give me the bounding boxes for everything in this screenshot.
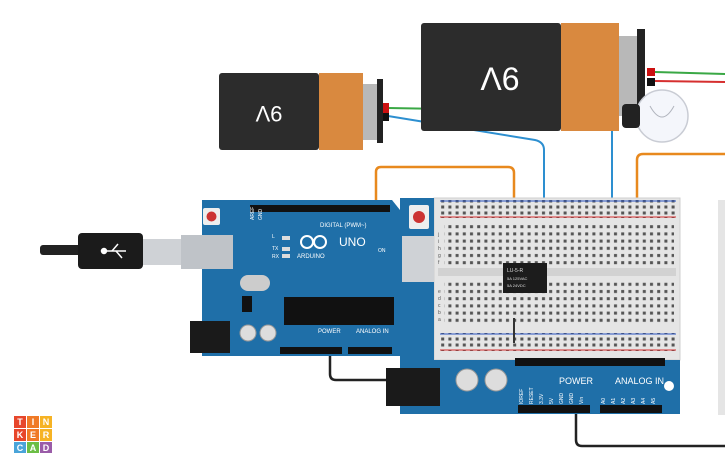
svg-text:A0: A0	[601, 398, 607, 404]
relay-label-3: 5A 24VDC	[507, 283, 526, 288]
row-d: d	[438, 296, 441, 302]
logo-letter: K	[17, 430, 24, 440]
on-label: ON	[378, 248, 386, 254]
power-label-top: POWER	[318, 329, 341, 335]
logo-tile	[14, 429, 26, 441]
logo-tile	[27, 442, 39, 454]
wire-orange-right[interactable]	[635, 152, 725, 198]
logo-letter: R	[43, 430, 50, 440]
breadboard[interactable]: a b c d e f g h i j	[433, 197, 681, 361]
usb-port-bottom	[402, 236, 434, 282]
tx-label: TX	[272, 246, 279, 252]
wire-orange-arduino-to-breadboard[interactable]	[374, 165, 516, 262]
logo-letter: C	[17, 443, 24, 453]
svg-text:RESET: RESET	[529, 387, 535, 404]
logo-letter: I	[32, 417, 35, 427]
relay-label-1: LU-5-R	[507, 268, 524, 274]
row-c: c	[438, 303, 441, 309]
uno-label: UNO	[339, 235, 366, 249]
bottom-pin-labels: IOREF RESET 3.3V 5V GND GND Vin A0 A1 A2…	[519, 387, 657, 404]
crystal	[240, 275, 270, 291]
microcontroller-chip	[284, 297, 394, 325]
svg-text:A2: A2	[621, 398, 627, 404]
logo-letter: T	[17, 417, 23, 427]
power-rail-bottom[interactable]	[440, 333, 676, 351]
power-header-top[interactable]	[280, 347, 342, 354]
row-h: h	[438, 246, 441, 252]
svg-text:5V: 5V	[549, 397, 555, 404]
arduino-top[interactable]: DIGITAL (PWM~) AREF GND L TX RX ON UNO A…	[190, 200, 400, 356]
analog-header-top[interactable]	[348, 347, 392, 354]
analog-header-bottom[interactable]	[600, 405, 662, 413]
reset-button-bottom[interactable]	[413, 211, 425, 223]
svg-text:A3: A3	[631, 398, 637, 404]
logo-letter: D	[43, 443, 50, 453]
row-b: b	[438, 310, 441, 316]
logo-tile	[14, 442, 26, 454]
logo-tile	[14, 416, 26, 428]
row-g: g	[438, 253, 441, 259]
terminal-strip-top[interactable]	[444, 224, 674, 266]
svg-text:GND: GND	[559, 393, 565, 405]
battery-small[interactable]: 9V	[219, 73, 383, 150]
logo-letter: N	[43, 417, 50, 427]
wire-black-ground[interactable]	[328, 352, 400, 382]
wire-blue-small-battery[interactable]	[387, 115, 545, 262]
row-e: e	[438, 289, 441, 295]
aref-label: AREF	[250, 207, 256, 220]
analog-label-bottom: ANALOG IN	[615, 376, 664, 386]
usb-port	[181, 235, 233, 269]
usb-icon	[100, 243, 126, 259]
terminal-strip-bottom[interactable]	[444, 281, 674, 323]
usb-cable[interactable]	[40, 233, 233, 269]
power-label-bottom: POWER	[559, 376, 594, 386]
svg-text:A5: A5	[651, 398, 657, 404]
power-jack-top[interactable]	[190, 321, 230, 353]
row-j: j	[437, 232, 439, 238]
battery-large-label: 9V	[480, 61, 520, 97]
power-header-bottom[interactable]	[518, 405, 590, 413]
logo-tile	[40, 416, 52, 428]
row-f: f	[438, 260, 440, 266]
digital-header[interactable]	[250, 205, 390, 212]
battery-terminals	[383, 68, 655, 121]
relay[interactable]: LU-5-R 5A 125VAC 5A 24VDC	[503, 263, 547, 293]
wire-green-large-battery[interactable]	[654, 71, 725, 75]
arduino-brand: ARDUINO	[297, 254, 325, 260]
offscreen-board-edge	[718, 200, 725, 415]
battery-small-label: 9V	[255, 101, 282, 126]
logo-letter: E	[30, 430, 36, 440]
arduino-logo-icon	[300, 235, 327, 249]
svg-text:A1: A1	[611, 398, 617, 404]
l-label: L	[272, 234, 275, 240]
logo-tile	[27, 416, 39, 428]
wire-black-bottom[interactable]	[574, 410, 725, 448]
svg-text:3.3V: 3.3V	[539, 393, 545, 404]
row-a: a	[438, 317, 441, 323]
power-rail-top[interactable]	[440, 200, 676, 218]
row-i: i	[438, 239, 439, 245]
svg-text:IOREF: IOREF	[519, 389, 525, 404]
logo-tile	[40, 429, 52, 441]
analog-label-top: ANALOG IN	[356, 329, 389, 335]
logo-tile	[40, 442, 52, 454]
svg-text:Vin: Vin	[579, 397, 585, 404]
gnd-label: GND	[258, 209, 264, 221]
logo-letter: A	[30, 443, 37, 453]
svg-text:A4: A4	[641, 398, 647, 404]
battery-large[interactable]: 9V	[421, 23, 645, 131]
relay-label-2: 5A 125VAC	[507, 276, 527, 281]
light-bulb[interactable]	[622, 89, 689, 143]
wire-red-large-battery[interactable]	[654, 80, 725, 83]
digital-label: DIGITAL (PWM~)	[320, 223, 367, 229]
svg-text:GND: GND	[569, 393, 575, 405]
logo-tile	[27, 429, 39, 441]
rx-label: RX	[272, 254, 280, 260]
arduino-bottom[interactable]: POWER ANALOG IN IOREF RESET 3.3V 5V GND …	[386, 198, 680, 414]
power-jack-bottom[interactable]	[386, 368, 440, 406]
